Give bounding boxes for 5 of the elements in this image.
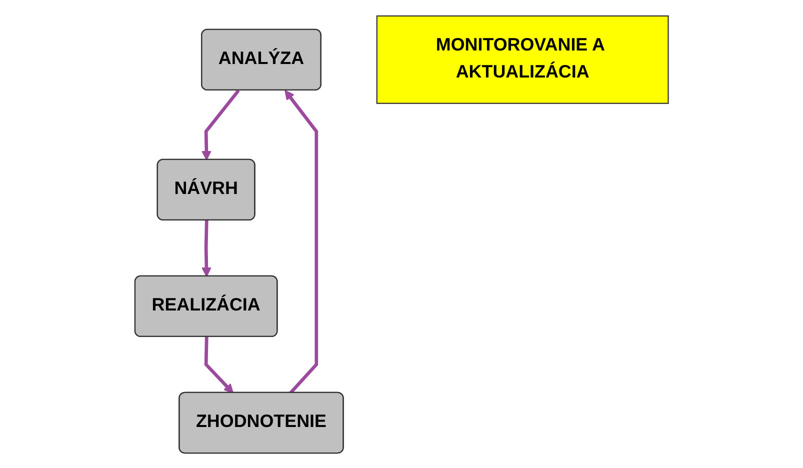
arrow — [284, 90, 318, 394]
arrow — [204, 336, 234, 394]
arrow — [201, 220, 212, 276]
arrow — [201, 88, 240, 160]
node-box: MONITOROVANIE A AKTUALIZÁCIA — [376, 14, 669, 104]
